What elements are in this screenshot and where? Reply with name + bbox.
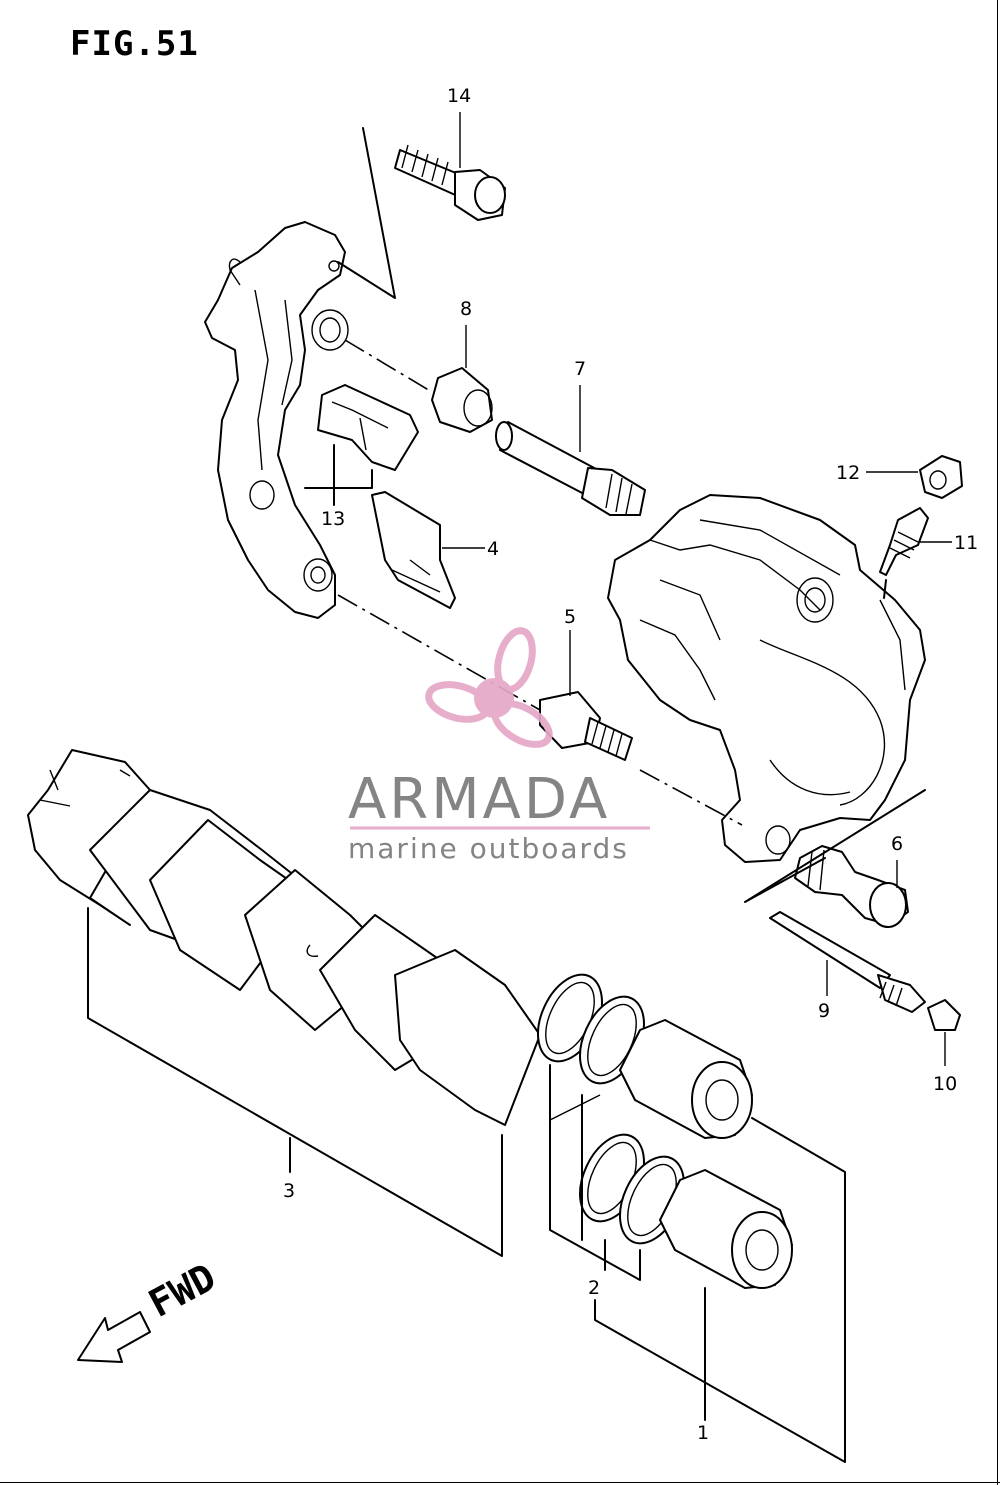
callout-2: 2 (588, 1277, 600, 1299)
part-4-spring (371, 491, 456, 609)
callout-7: 7 (574, 358, 586, 380)
callout-13: 13 (321, 508, 345, 530)
figure-title: FIG.51 (70, 24, 199, 64)
watermark-brand: ARMADA (348, 767, 610, 832)
part-1-pistons (619, 1019, 793, 1289)
part-9-pin (769, 911, 926, 1013)
part-5-bolt (539, 691, 633, 761)
propeller-logo-icon (425, 627, 553, 748)
part-6-pin (794, 845, 909, 928)
fwd-label: FWD (142, 1255, 223, 1326)
part-7-pin (495, 421, 646, 516)
callout-3: 3 (283, 1180, 295, 1202)
part-3-pads (27, 749, 541, 1126)
part-11-bleeder (879, 507, 929, 576)
part-2-seals (537, 973, 685, 1245)
caliper-body (607, 494, 926, 863)
callout-1: 1 (697, 1422, 709, 1444)
fwd-arrow (77, 1311, 151, 1363)
callout-4: 4 (487, 538, 499, 560)
callout-9: 9 (818, 1000, 830, 1022)
part-13-clip (317, 384, 419, 471)
part-8-boot (431, 367, 493, 433)
callout-14: 14 (447, 85, 471, 107)
callout-10: 10 (933, 1073, 957, 1095)
part-10-cap (927, 999, 961, 1031)
callout-8: 8 (460, 298, 472, 320)
callout-11: 11 (954, 532, 978, 554)
callout-6: 6 (891, 833, 903, 855)
watermark-tagline: marine outboards (348, 832, 629, 865)
part-12-cap (919, 455, 963, 499)
caliper-bracket (204, 221, 349, 619)
callout-5: 5 (564, 606, 576, 628)
watermark: ARMADA marine outboards (348, 627, 650, 865)
callout-12: 12 (836, 462, 860, 484)
part-14-bolt (394, 144, 506, 221)
